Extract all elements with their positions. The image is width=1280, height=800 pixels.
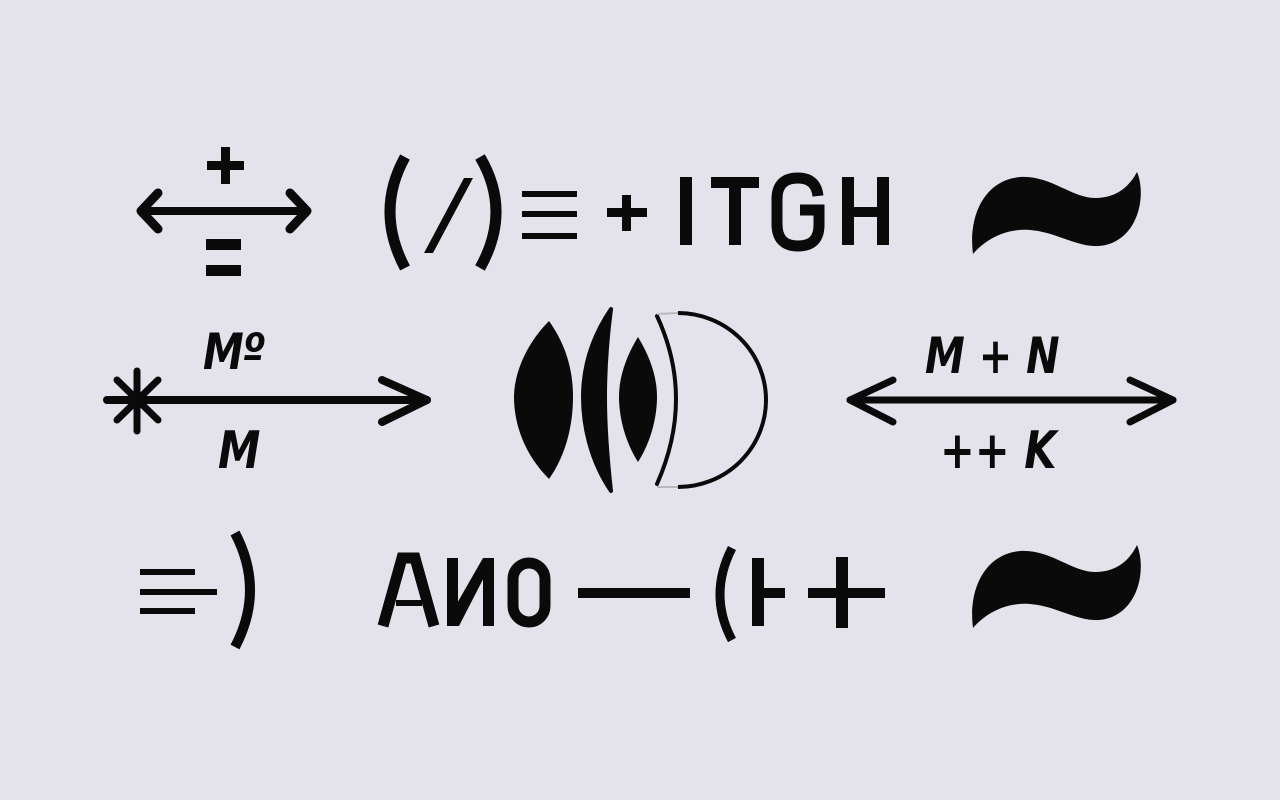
m-degree-text: Mº [203, 323, 265, 381]
asterisk-arrow-icon [103, 367, 431, 435]
tilde-wave-icon [972, 172, 1141, 254]
m-plus-n-text: M + N [925, 327, 1060, 385]
row2-left-top-label: Mº [203, 327, 277, 377]
aio-dash-group [377, 545, 885, 643]
row2-right-top-label: M + N [925, 331, 1093, 381]
double-arrow-icon [846, 376, 1177, 426]
row2-right-bottom-label: ++ K [940, 425, 1086, 477]
m-text: M [218, 421, 261, 481]
plus-plus-k-text: ++ K [940, 421, 1057, 481]
lines-paren-icon [140, 530, 255, 650]
parens-slash-equiv-text-group [384, 154, 889, 271]
plus-over-equals-arrow-icon [136, 147, 312, 276]
row2-left-bottom-label: M [218, 425, 270, 477]
tilde-wave-icon-2 [972, 545, 1141, 628]
lens-shapes-icon [514, 307, 768, 493]
